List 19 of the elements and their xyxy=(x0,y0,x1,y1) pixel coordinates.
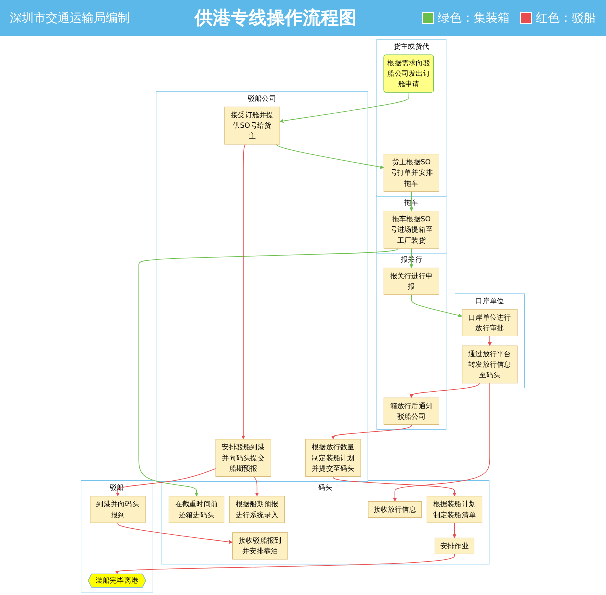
arrow xyxy=(488,336,492,346)
arrow xyxy=(393,383,490,502)
arrow xyxy=(254,476,260,497)
author-note: 深圳市交通运输局编制 xyxy=(10,10,130,24)
arrow xyxy=(118,522,233,544)
arrow xyxy=(452,522,457,538)
arrow xyxy=(331,424,412,440)
arrow xyxy=(333,476,457,497)
legend-text: 红色：驳船 xyxy=(536,10,596,26)
arrow xyxy=(138,248,399,497)
diagram-title: 供港专线操作流程图 xyxy=(195,7,357,30)
arrow xyxy=(410,383,480,398)
arrow xyxy=(115,554,456,575)
arrow xyxy=(280,92,410,124)
arrow xyxy=(242,144,246,440)
arrow xyxy=(116,468,216,497)
legend-text: 绿色：集装箱 xyxy=(438,10,510,26)
arrow xyxy=(411,294,463,318)
arrow xyxy=(276,144,384,170)
